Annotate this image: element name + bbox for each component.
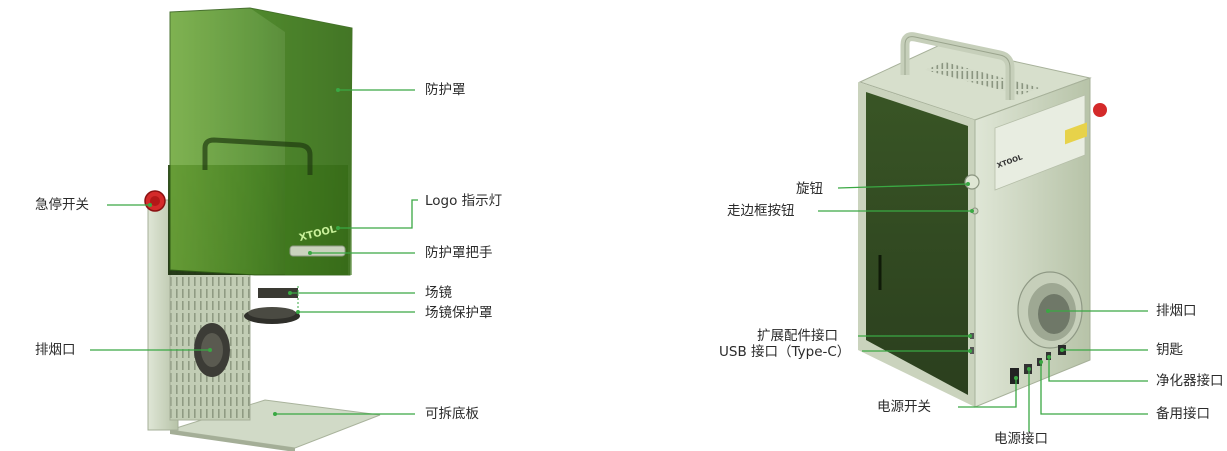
front-callouts [90,88,418,416]
label-shield-handle: 防护罩把手 [425,245,493,261]
label-emergency-stop: 急停开关 [35,197,89,213]
label-key: 钥匙 [1156,342,1183,358]
label-spare-port: 备用接口 [1156,406,1210,422]
label-power-switch: 电源开关 [877,399,931,415]
label-field-lens: 场镜 [425,285,452,301]
label-logo-light: Logo 指示灯 [425,193,503,209]
label-purifier-port: 净化器接口 [1156,373,1224,389]
label-shield: 防护罩 [425,82,466,98]
label-lens-cover: 场镜保护罩 [425,305,493,321]
label-back-exhaust: 排烟口 [1156,303,1197,319]
label-front-exhaust: 排烟口 [35,342,76,358]
front-machine: XTOOL [144,7,381,451]
back-power-switch [1010,368,1019,384]
label-power-port: 电源接口 [994,431,1048,447]
label-accessory-port: 扩展配件接口 [757,328,838,344]
label-usb-port: USB 接口（Type-C） [719,344,851,360]
back-callouts [818,182,1148,432]
label-knob: 旋钮 [796,181,823,197]
back-machine: XTOOL [858,32,1107,408]
back-side-window [866,92,968,395]
back-knob [964,174,980,190]
label-base-plate: 可拆底板 [425,406,479,422]
label-frame-button: 走边框按钮 [727,203,795,219]
